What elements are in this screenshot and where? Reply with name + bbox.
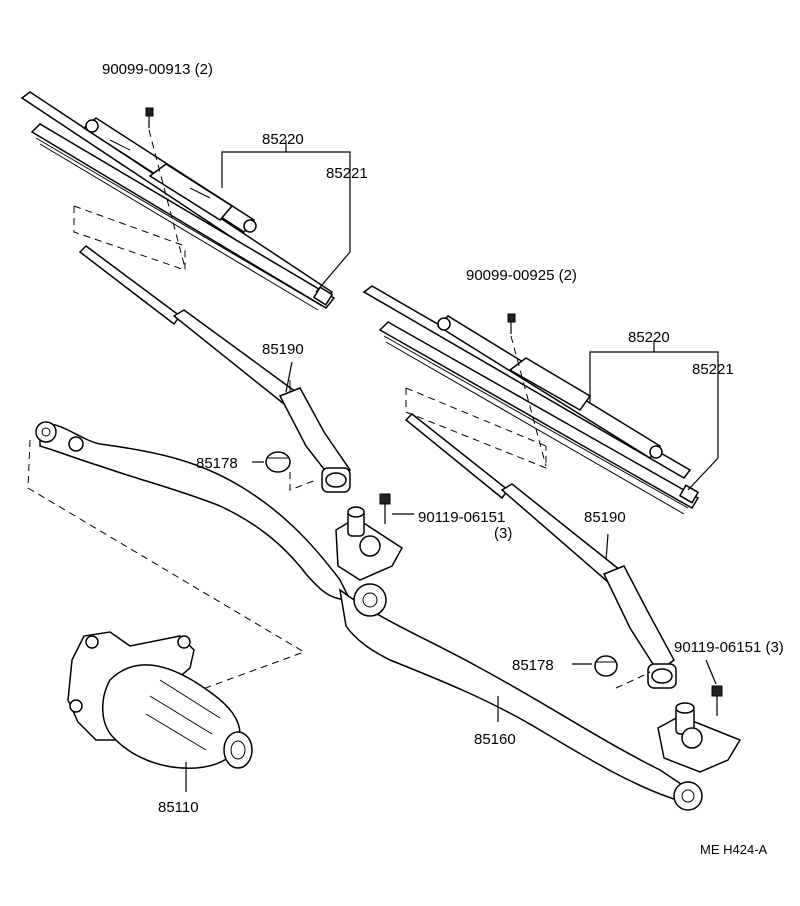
label-screw-left: 90099-00913 (2) xyxy=(102,61,213,78)
right-blade-bracket xyxy=(589,351,719,491)
left-blade-dashed-outline xyxy=(73,206,186,271)
left-pivot-bolt xyxy=(379,493,414,524)
label-bolt-left: 90119-06151 xyxy=(418,509,505,526)
left-wiper-blade xyxy=(20,91,336,311)
wiper-link-assembly xyxy=(35,421,703,811)
left-blade-screw xyxy=(145,107,186,269)
right-blade-screw xyxy=(507,313,547,467)
wiper-motor xyxy=(67,631,253,792)
label-blade-right: 85220 xyxy=(628,329,670,346)
right-wiper-blade xyxy=(362,285,700,515)
left-blade-bracket xyxy=(221,151,351,293)
right-blade-dashed-outline xyxy=(405,388,547,469)
label-cap-right: 85178 xyxy=(512,657,554,674)
label-rubber-left: 85221 xyxy=(326,165,368,182)
right-wiper-arm xyxy=(404,412,677,689)
label-bolt-left-qty: (3) xyxy=(494,525,512,542)
label-rubber-right: 85221 xyxy=(692,361,734,378)
motor-to-link-dashed-line xyxy=(27,439,306,691)
left-pivot-bracket xyxy=(335,506,403,581)
label-arm-left: 85190 xyxy=(262,341,304,358)
right-pivot-bolt xyxy=(705,659,723,716)
label-cap-left: 85178 xyxy=(196,455,238,472)
label-screw-right: 90099-00925 (2) xyxy=(466,267,577,284)
label-motor: 85110 xyxy=(158,799,199,816)
left-nut-cap xyxy=(252,451,317,491)
right-pivot-bracket xyxy=(657,702,742,773)
left-wiper-arm xyxy=(78,245,352,493)
label-arm-right: 85190 xyxy=(584,509,626,526)
label-bolt-right: 90119-06151 (3) xyxy=(674,639,784,656)
right-nut-cap xyxy=(572,655,651,689)
label-blade-left: 85220 xyxy=(262,131,304,148)
figure-code: ME H424-A xyxy=(700,842,768,857)
label-link: 85160 xyxy=(474,731,516,748)
